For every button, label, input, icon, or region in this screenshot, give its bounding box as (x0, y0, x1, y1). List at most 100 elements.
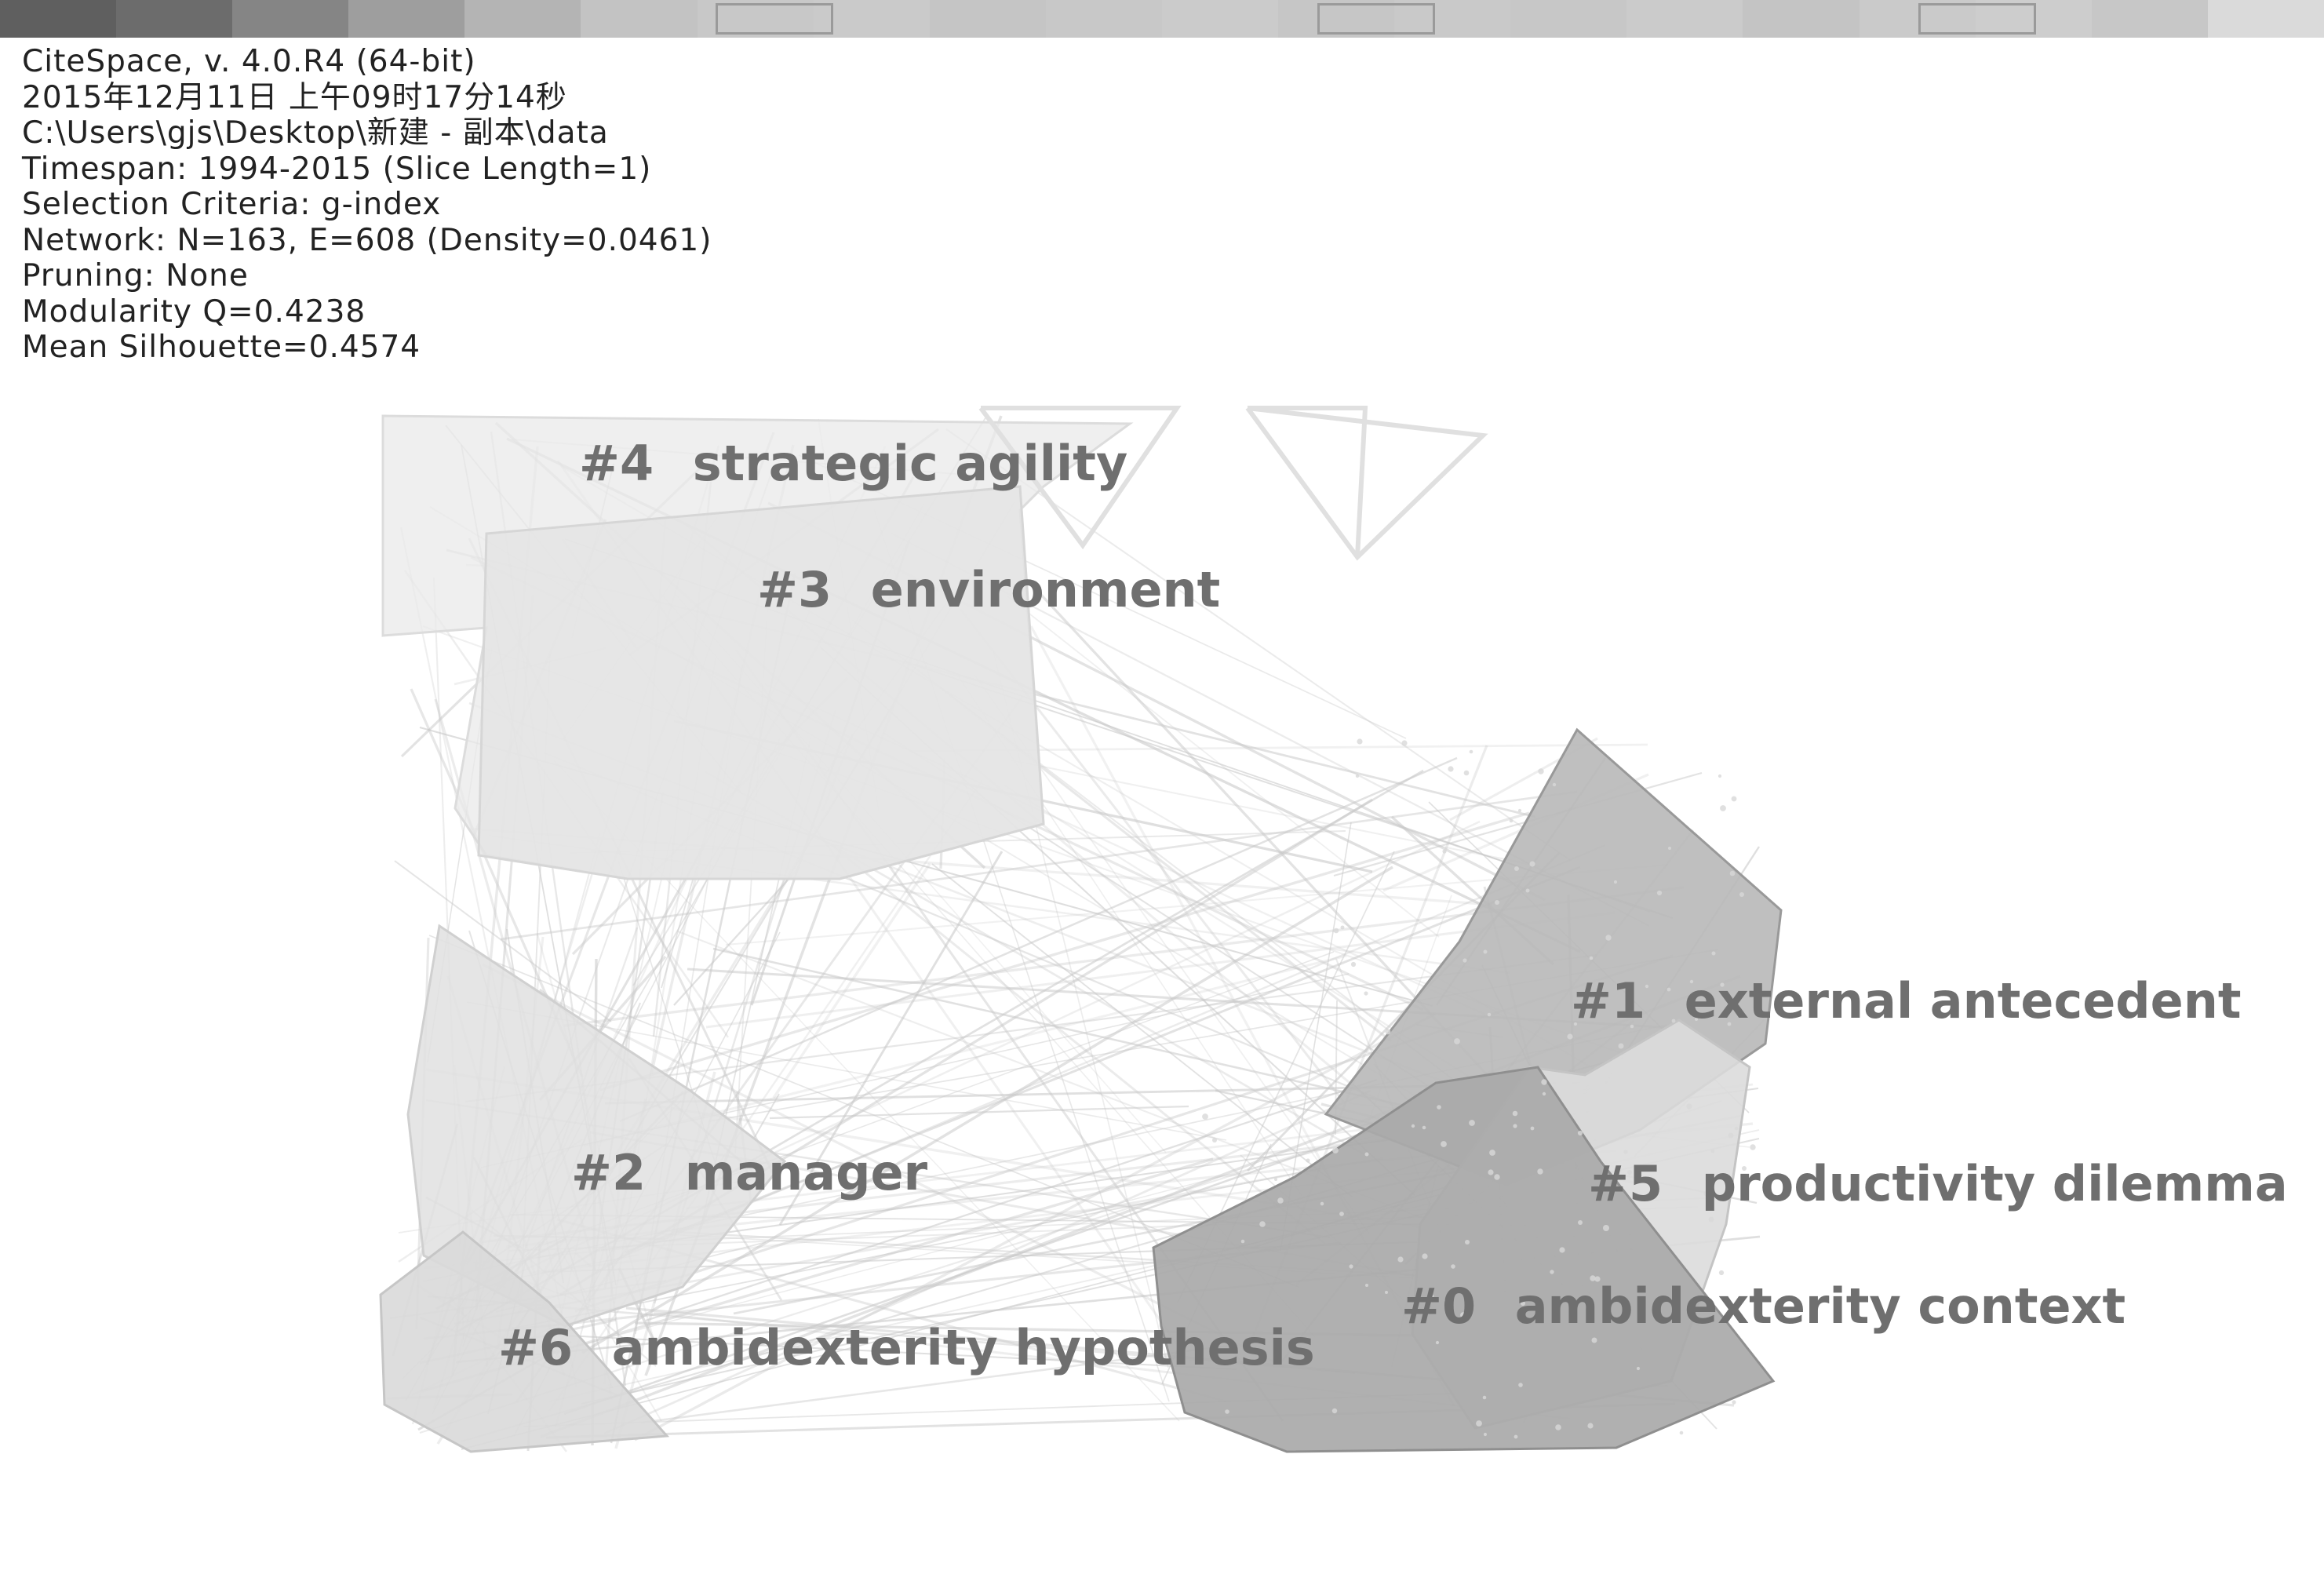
node[interactable] (1577, 1130, 1583, 1136)
node[interactable] (1332, 1147, 1339, 1153)
node[interactable] (1613, 880, 1618, 884)
node[interactable] (1750, 1144, 1756, 1150)
node[interactable] (1489, 1150, 1495, 1156)
node[interactable] (1559, 1247, 1565, 1253)
node[interactable] (1350, 961, 1357, 968)
node[interactable] (1728, 1132, 1734, 1139)
node[interactable] (1537, 1168, 1543, 1175)
cluster-label-0[interactable]: #0 ambidexterity context (1401, 1277, 2125, 1335)
node[interactable] (1603, 1225, 1609, 1231)
cluster-label-3[interactable]: #3 environment (757, 561, 1220, 618)
node[interactable] (1349, 1264, 1353, 1269)
node[interactable] (1711, 951, 1716, 956)
node[interactable] (1679, 1430, 1684, 1435)
node[interactable] (1708, 1216, 1714, 1223)
node[interactable] (1573, 1022, 1578, 1026)
node[interactable] (1463, 958, 1467, 963)
node[interactable] (1550, 1270, 1554, 1274)
node[interactable] (1668, 847, 1671, 850)
node[interactable] (1483, 1432, 1488, 1437)
node[interactable] (1365, 1284, 1368, 1287)
node[interactable] (1240, 1239, 1245, 1244)
node[interactable] (1306, 1158, 1310, 1163)
node[interactable] (1422, 1125, 1426, 1130)
node[interactable] (1656, 890, 1663, 896)
node[interactable] (1703, 1190, 1710, 1197)
node[interactable] (1512, 1110, 1518, 1117)
node[interactable] (1495, 900, 1499, 905)
cluster-0-hull[interactable] (1152, 1066, 1776, 1453)
node[interactable] (1541, 1079, 1547, 1085)
node[interactable] (1618, 1043, 1624, 1049)
node[interactable] (1605, 935, 1612, 941)
node[interactable] (1401, 740, 1408, 746)
node[interactable] (1460, 1312, 1466, 1318)
cluster-2-hull[interactable] (406, 924, 787, 1328)
node[interactable] (1538, 768, 1544, 774)
node[interactable] (1630, 1024, 1634, 1029)
node[interactable] (1411, 1124, 1415, 1128)
node[interactable] (1277, 1197, 1284, 1204)
node[interactable] (1542, 1091, 1546, 1096)
node[interactable] (1720, 982, 1725, 987)
node[interactable] (1364, 991, 1368, 996)
node[interactable] (1463, 770, 1470, 776)
node[interactable] (1476, 1420, 1482, 1427)
node[interactable] (1567, 1033, 1573, 1040)
node[interactable] (1364, 1152, 1369, 1157)
node[interactable] (1525, 888, 1530, 893)
node[interactable] (1552, 782, 1557, 787)
node[interactable] (1731, 796, 1737, 802)
node[interactable] (1555, 1424, 1561, 1430)
node[interactable] (1430, 1294, 1434, 1299)
node[interactable] (1518, 1383, 1523, 1387)
node[interactable] (1583, 1089, 1587, 1094)
cluster-label-4[interactable]: #4 strategic agility (579, 435, 1127, 492)
node[interactable] (1727, 1182, 1732, 1186)
node[interactable] (1718, 774, 1722, 778)
node[interactable] (1521, 1301, 1525, 1306)
node[interactable] (1331, 1408, 1338, 1414)
node[interactable] (1742, 1166, 1747, 1171)
node[interactable] (1710, 1149, 1715, 1153)
node[interactable] (1589, 956, 1594, 960)
cluster-label-6[interactable]: #6 ambidexterity hypothesis (498, 1319, 1315, 1376)
node[interactable] (1686, 1103, 1692, 1110)
node[interactable] (1718, 1270, 1725, 1276)
node[interactable] (1739, 892, 1744, 897)
node[interactable] (1695, 1018, 1698, 1021)
node[interactable] (1451, 1264, 1455, 1269)
node[interactable] (1274, 1178, 1277, 1181)
node[interactable] (1636, 1366, 1641, 1371)
node[interactable] (1509, 818, 1514, 823)
node[interactable] (1339, 1212, 1344, 1216)
node[interactable] (1594, 1276, 1601, 1282)
node[interactable] (1487, 1012, 1492, 1017)
node[interactable] (1720, 805, 1726, 811)
node[interactable] (1385, 1029, 1391, 1035)
node[interactable] (1482, 1395, 1487, 1400)
node[interactable] (1435, 1340, 1440, 1345)
node[interactable] (1494, 1174, 1500, 1180)
node[interactable] (1437, 1105, 1441, 1110)
node[interactable] (1385, 1291, 1388, 1294)
node[interactable] (1454, 1038, 1460, 1044)
node[interactable] (1529, 861, 1535, 867)
node[interactable] (1591, 1337, 1597, 1343)
node[interactable] (1514, 1434, 1518, 1439)
node[interactable] (1333, 927, 1339, 934)
cluster-6-hull[interactable] (379, 1230, 670, 1453)
node[interactable] (1578, 1220, 1583, 1225)
node[interactable] (1442, 849, 1447, 854)
node[interactable] (1340, 925, 1345, 930)
node[interactable] (1732, 1400, 1736, 1405)
node[interactable] (1514, 866, 1519, 871)
node[interactable] (1212, 1138, 1217, 1143)
node[interactable] (1488, 1169, 1494, 1175)
node[interactable] (1465, 1240, 1470, 1245)
node[interactable] (1397, 1256, 1404, 1263)
node[interactable] (1483, 949, 1488, 954)
node[interactable] (1202, 1113, 1208, 1120)
cluster-3-hull[interactable] (477, 485, 1045, 880)
